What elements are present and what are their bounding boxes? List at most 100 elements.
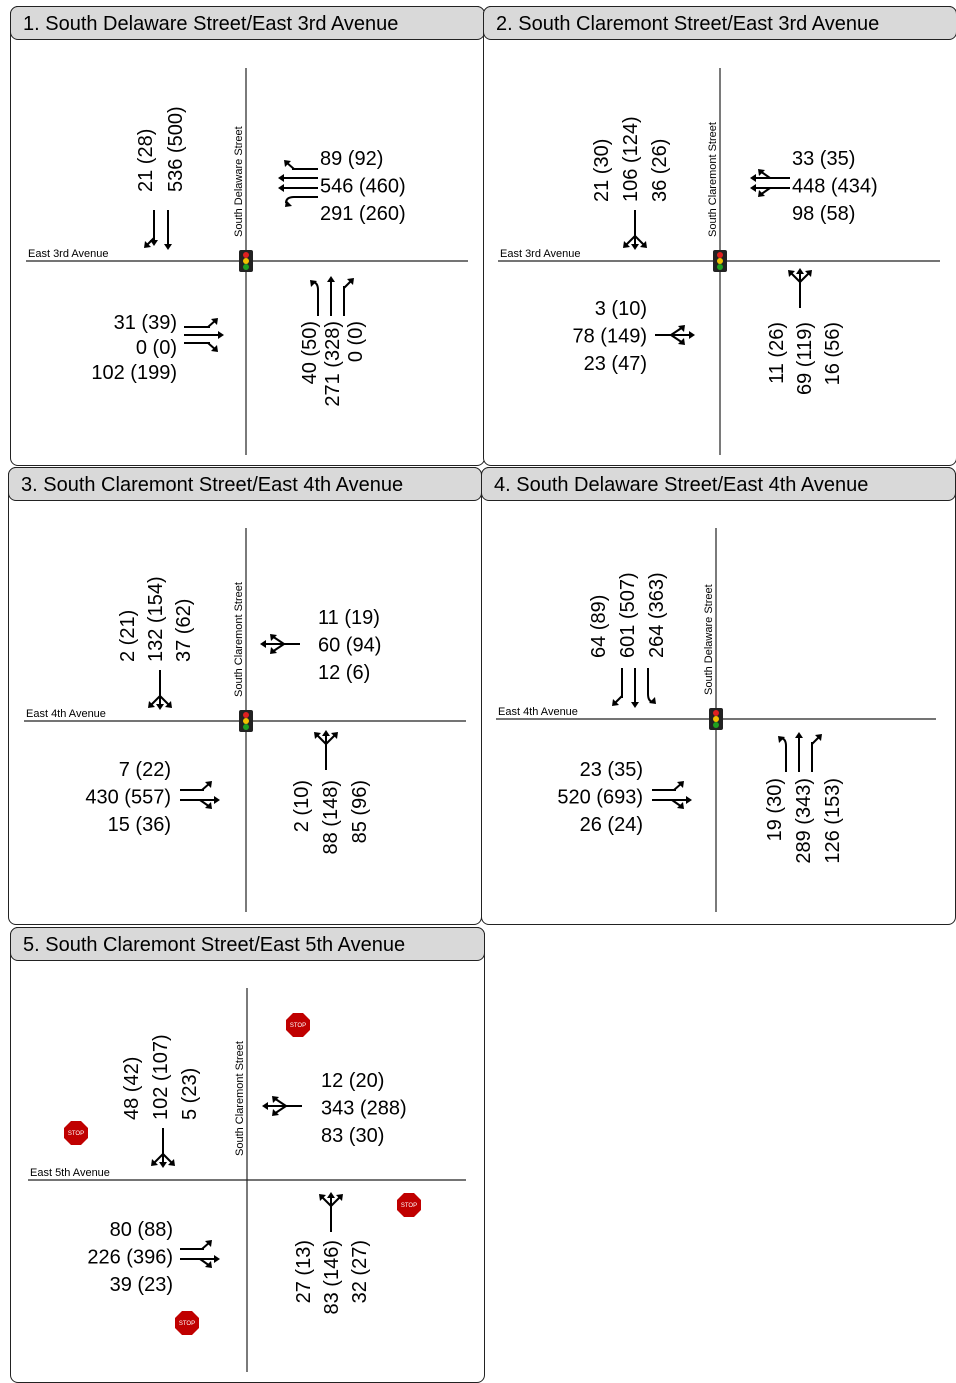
northbound-volume: 271 (328) [322,321,344,407]
arrowhead [168,1159,175,1166]
arrowhead [331,732,338,739]
eastbound-volume: 80 (88) [110,1219,173,1241]
westbound-volume: 448 (434) [792,176,878,198]
southbound-volume: 601 (507) [617,572,639,658]
northbound-volume: 27 (13) [293,1240,315,1303]
arrowhead [815,734,822,741]
arrowhead [165,701,172,708]
arrowhead [164,244,172,250]
stop-sign-icon [175,1311,199,1335]
stop-sign-label: STOP [179,1321,195,1327]
southbound-volume: 102 (107) [150,1034,172,1120]
north-south-street-label: South Claremont Street [233,582,245,697]
arrowhead [214,1255,220,1263]
northbound-volume: 69 (119) [794,322,816,395]
westbound-volume: 83 (30) [321,1125,384,1147]
eastbound-volume: 520 (693) [557,787,643,809]
stop-sign-label: STOP [290,1023,306,1029]
arrowhead [260,640,266,648]
arrowhead [144,241,151,248]
arrowhead [689,331,695,339]
east-west-street-label: East 3rd Avenue [500,248,581,260]
signal-green-light [243,724,249,730]
arrowhead [285,200,292,207]
eastbound-volume: 7 (22) [119,759,171,781]
panel-title: 3. South Claremont Street/East 4th Avenu… [8,467,482,501]
arrowhead [327,276,335,282]
arrowhead [278,184,284,192]
southbound-volume: 536 (500) [165,106,187,192]
westbound-volume: 33 (35) [792,148,855,170]
arrowhead [270,647,277,654]
east-west-street-label: East 4th Avenue [498,706,578,718]
southbound-volume: 106 (124) [620,116,642,202]
signal-green-light [717,264,723,270]
arrowhead [205,781,212,788]
northbound-volume: 83 (146) [321,1240,343,1315]
southbound-volume: 21 (28) [135,129,157,192]
arrowhead [778,736,785,743]
westbound-volume: 60 (94) [318,635,381,657]
arrowhead [310,280,317,287]
arrowhead [211,318,218,325]
arrowhead [272,1096,279,1103]
arrowhead [612,699,619,706]
arrowhead [805,270,812,277]
stop-sign-icon [286,1013,310,1037]
east-west-street-label: East 4th Avenue [26,708,106,720]
arrowhead [649,697,656,704]
north-south-street-label: South Claremont Street [707,122,719,237]
arrowhead [205,1261,212,1268]
westbound-volume: 98 (58) [792,203,855,225]
eastbound-volume: 226 (396) [87,1247,173,1269]
northbound-volume: 2 (10) [291,780,313,832]
arrowhead [677,802,684,809]
north-south-street-label: South Delaware Street [233,126,245,237]
southbound-volume: 64 (89) [588,595,610,658]
panel-title: 5. South Claremont Street/East 5th Avenu… [10,927,485,961]
northbound-volume: 85 (96) [349,780,371,843]
southbound-volume: 36 (26) [649,139,671,202]
arrowhead [151,1159,158,1166]
arrowhead [319,1194,326,1201]
eastbound-volume: 102 (199) [91,362,177,384]
stop-sign-icon [397,1193,421,1217]
arrowhead [322,730,330,736]
panel-title: 4. South Delaware Street/East 4th Avenue [481,467,956,501]
stop-sign-icon [64,1121,88,1145]
arrowhead [159,1162,167,1168]
intersection-2: East 3rd Avenue South Claremont Street 21 … [498,68,940,455]
intersection-panel-4: 4. South Delaware Street/East 4th Avenue [481,467,956,925]
signal-yellow-light [717,258,723,264]
northbound-volume: 16 (56) [822,322,844,385]
arrowhead [631,244,639,250]
arrowhead [327,1192,335,1198]
arrowhead [631,702,639,708]
eastbound-volume: 430 (557) [85,787,171,809]
southbound-volume: 37 (62) [173,599,195,662]
southbound-volume: 264 (363) [646,572,668,658]
eastbound-volume: 3 (10) [595,298,647,320]
northbound-volume: 11 (26) [766,322,788,384]
southbound-volume: 2 (21) [117,610,139,662]
southbound-volume: 132 (154) [145,576,167,662]
southbound-volume: 21 (30) [591,139,613,202]
eastbound-volume: 78 (149) [573,326,648,348]
arrow-shaft [779,737,787,772]
arrowhead [758,169,765,176]
southbound-volume: 5 (23) [179,1068,201,1120]
northbound-volume: 40 (50) [299,321,321,384]
panel-title: 2. South Claremont Street/East 3rd Avenu… [483,6,956,40]
southbound-volume: 48 (42) [121,1057,143,1120]
eastbound-volume: 26 (24) [580,814,643,836]
intersection-panel-3: 3. South Claremont Street/East 4th Avenu… [8,467,482,925]
arrowhead [284,160,291,167]
eastbound-volume: 31 (39) [114,312,177,334]
westbound-volume: 546 (460) [320,176,406,198]
signal-green-light [713,722,719,728]
arrowhead [795,732,803,738]
